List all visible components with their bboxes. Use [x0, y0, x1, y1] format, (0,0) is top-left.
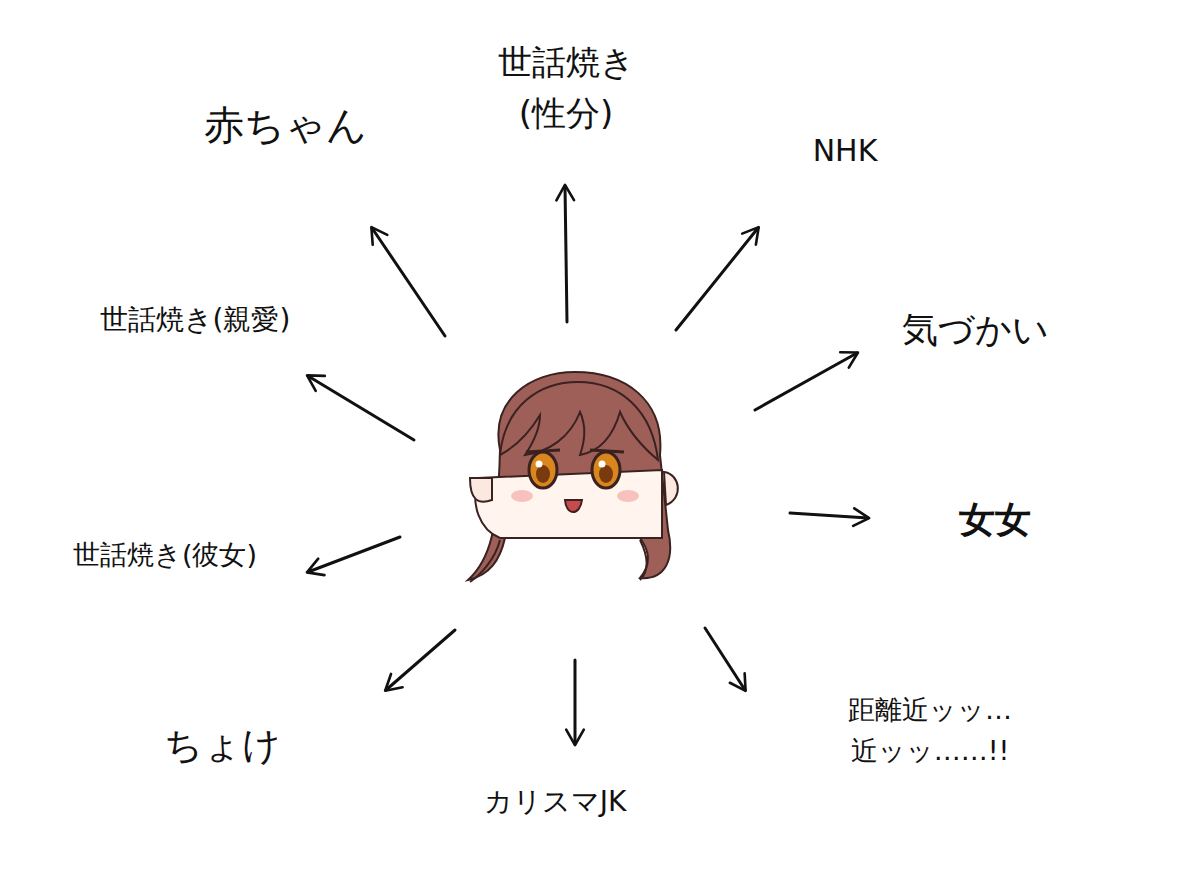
arrow-label: ちょけ	[132, 717, 312, 774]
hair-lock	[640, 540, 647, 580]
arrow	[372, 228, 445, 336]
arrow-label: 世話焼き(親愛)	[55, 299, 335, 341]
ear	[664, 472, 678, 505]
arrow	[755, 353, 857, 410]
girl-head	[468, 372, 678, 582]
arrow-label: 女女	[935, 493, 1055, 547]
blush	[511, 490, 533, 502]
arrow	[308, 537, 400, 572]
face	[475, 470, 662, 538]
arrows	[308, 186, 868, 744]
arrow	[790, 513, 868, 518]
blush	[617, 490, 639, 502]
arrow-label: カリスマJK	[445, 781, 665, 823]
arrow-label: 気づかい	[875, 303, 1075, 357]
arrow-label: 距離近ッッ… 近ッッ……!!	[835, 690, 1025, 771]
arrow	[705, 628, 745, 690]
arrow-label: 赤ちゃん	[175, 95, 395, 155]
arrow	[386, 630, 455, 690]
arrow-label: NHK	[775, 128, 915, 173]
hair-lock	[470, 540, 500, 582]
arrow	[565, 186, 567, 322]
pupil	[599, 465, 613, 483]
arrow	[574, 660, 577, 744]
hair-back	[468, 372, 670, 580]
arrow	[308, 376, 414, 440]
arrow-label: 世話焼き (性分)	[486, 37, 646, 139]
eye-highlight	[599, 461, 606, 468]
eye	[592, 452, 620, 488]
arrow	[676, 228, 758, 330]
lashes	[526, 450, 624, 452]
pupil	[536, 465, 550, 483]
arrow-label: 世話焼き(彼女)	[20, 535, 310, 576]
eye	[529, 452, 557, 488]
eye-highlight	[536, 461, 543, 468]
ear	[470, 478, 492, 502]
mouth	[565, 500, 582, 512]
bangs	[500, 382, 658, 460]
